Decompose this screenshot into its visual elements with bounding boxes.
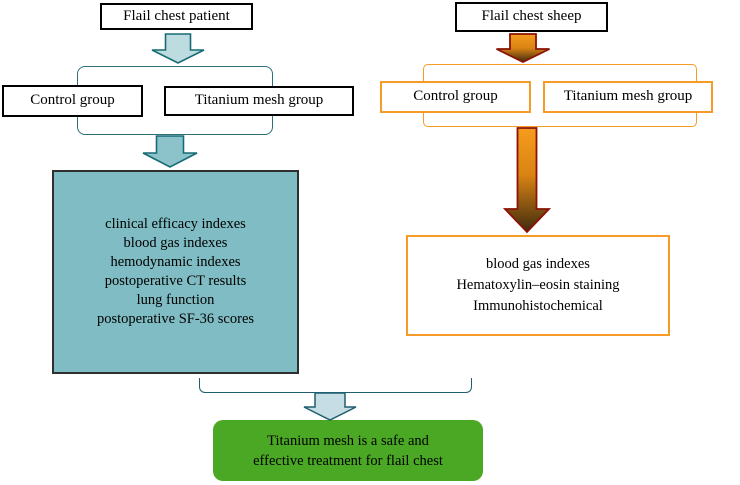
conclusion-line: effective treatment for flail chest [253, 452, 443, 469]
outcome-line: lung function [136, 292, 215, 308]
control-group-sheep-label: Control group [413, 88, 498, 105]
flail-chest-sheep-label: Flail chest sheep [481, 8, 582, 25]
outcome-line: blood gas indexes [123, 235, 228, 251]
down-arrow-icon [496, 33, 550, 63]
down-arrow-icon [142, 135, 198, 168]
titanium-mesh-group-sheep-label: Titanium mesh group [563, 88, 693, 105]
conclusion-line: Titanium mesh is a safe and [267, 432, 429, 449]
titanium-mesh-group-patient-label: Titanium mesh group [194, 92, 324, 109]
control-group-patient-label: Control group [30, 92, 115, 109]
control-group-sheep-box: Control group [380, 81, 531, 113]
titanium-mesh-group-sheep-box: Titanium mesh group [543, 81, 713, 113]
conclusion-box: Titanium mesh is a safe and effective tr… [213, 420, 483, 481]
merge-bracket [199, 378, 472, 393]
flail-chest-sheep-box: Flail chest sheep [455, 2, 608, 32]
patient-outcomes-box: clinical efficacy indexes blood gas inde… [52, 170, 299, 374]
sheep-outcomes-box: blood gas indexes Hematoxylin–eosin stai… [406, 235, 670, 336]
outcome-line: blood gas indexes [486, 256, 590, 272]
down-arrow-icon [303, 392, 357, 421]
titanium-mesh-group-patient-box: Titanium mesh group [164, 86, 354, 116]
outcome-line: postoperative CT results [104, 273, 247, 289]
outcome-line: hemodynamic indexes [110, 254, 241, 270]
control-group-patient-box: Control group [2, 85, 143, 117]
down-arrow-icon [503, 127, 551, 234]
flail-chest-patient-label: Flail chest patient [123, 7, 230, 24]
flail-chest-patient-box: Flail chest patient [100, 3, 253, 30]
down-arrow-icon [151, 33, 205, 64]
outcome-line: Immunohistochemical [473, 298, 603, 314]
outcome-line: clinical efficacy indexes [105, 216, 246, 232]
outcome-line: postoperative SF-36 scores [96, 311, 255, 327]
outcome-line: Hematoxylin–eosin staining [456, 277, 620, 293]
